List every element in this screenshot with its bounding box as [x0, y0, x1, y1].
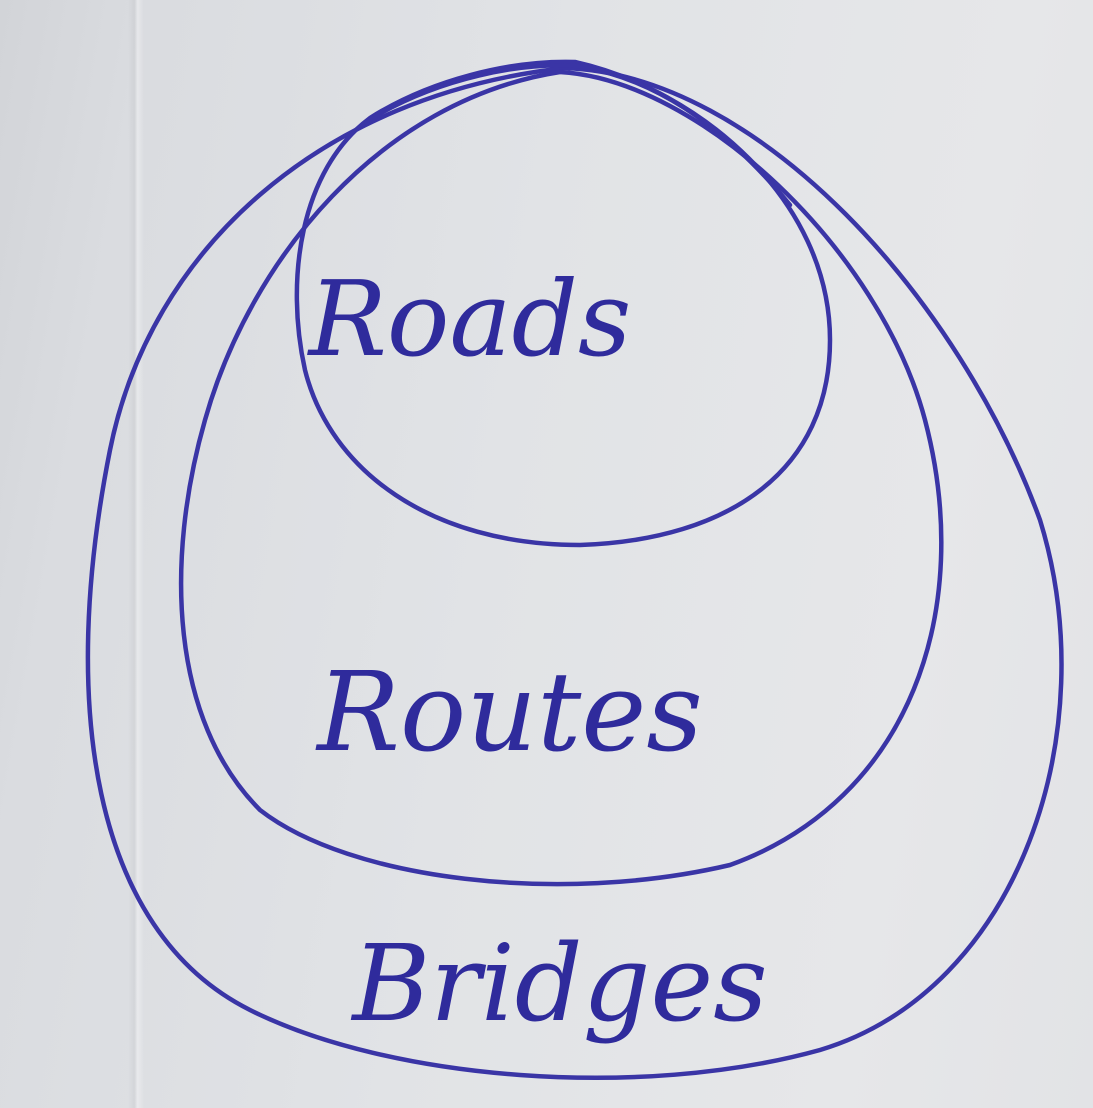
middle-region-routes: [178, 69, 944, 887]
label-bridges: Bridges: [350, 922, 767, 1045]
outer-region-bridges: [85, 65, 1064, 1080]
label-roads: Roads: [307, 258, 632, 380]
paper-fold-line: [128, 0, 144, 1108]
pen-retrace-stroke: [369, 63, 793, 208]
label-routes: Routes: [315, 648, 703, 776]
